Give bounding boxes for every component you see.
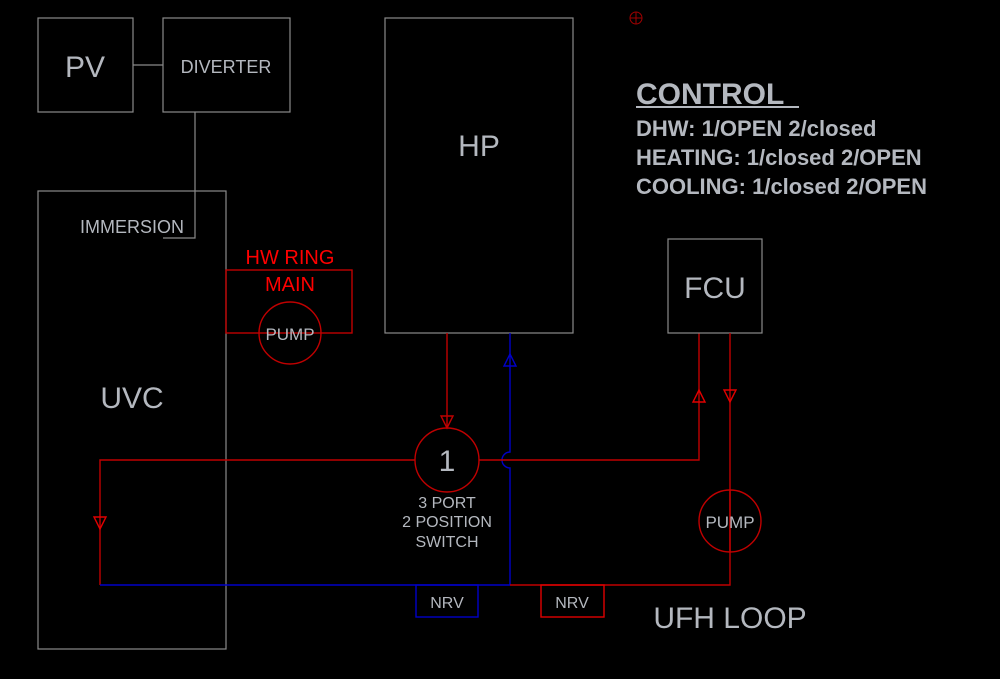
- ufh-return-pipe: [510, 333, 731, 586]
- control-title: CONTROL: [636, 78, 784, 111]
- nrv-blue[interactable]: NRV: [415, 584, 479, 618]
- hp-return-pipe: [501, 333, 511, 585]
- control-line-heating: HEATING: 1/closed 2/OPEN: [636, 145, 922, 170]
- nrv-blue-label: NRV: [430, 595, 464, 612]
- diverter-box[interactable]: DIVERTER: [162, 17, 291, 113]
- valve-desc-2: 2 POSITION: [402, 514, 492, 531]
- hw-pump-label: PUMP: [265, 325, 314, 344]
- diverter-label: DIVERTER: [181, 57, 272, 77]
- origin-marker-icon: [629, 11, 643, 25]
- valve-desc-1: 3 PORT: [418, 495, 476, 512]
- control-line-cooling: COOLING: 1/closed 2/OPEN: [636, 174, 927, 199]
- uvc-label: UVC: [100, 382, 163, 415]
- pv-label: PV: [65, 51, 105, 84]
- fcu-return-arrow-icon: [722, 389, 738, 404]
- uvc-cylinder[interactable]: IMMERSION UVC: [37, 190, 227, 650]
- dhw-flow-arrow-icon: [92, 516, 108, 531]
- hw-ring-main-label-1: HW RING: [246, 247, 335, 269]
- immersion-label: IMMERSION: [80, 217, 184, 237]
- diverter-immersion-wire: [163, 112, 196, 239]
- control-line-dhw: DHW: 1/OPEN 2/closed: [636, 116, 876, 141]
- pv-box[interactable]: PV: [37, 17, 134, 113]
- control-legend: CONTROL DHW: 1/OPEN 2/closed HEATING: 1/…: [636, 78, 927, 199]
- ufh-pump-label: PUMP: [705, 513, 754, 532]
- hw-ring-main[interactable]: HW RING MAIN: [225, 247, 353, 334]
- hp-label: HP: [458, 130, 500, 163]
- hw-ring-main-label-2: MAIN: [265, 274, 315, 296]
- ufh-loop-label: UFH LOOP: [653, 602, 806, 635]
- valve-number: 1: [439, 445, 456, 478]
- valve-desc-3: SWITCH: [415, 534, 478, 551]
- nrv-red[interactable]: NRV: [540, 584, 605, 618]
- ufh-pump[interactable]: PUMP: [698, 489, 762, 553]
- diverting-valve[interactable]: 1: [414, 427, 480, 493]
- hp-flow-arrow-icon: [439, 415, 455, 430]
- heating-flow-pipe: [479, 333, 700, 461]
- fcu-box[interactable]: FCU: [667, 238, 763, 334]
- hp-box[interactable]: HP: [384, 17, 574, 334]
- hp-return-arrow-icon: [502, 352, 518, 367]
- dhw-flow-pipe: [99, 459, 415, 585]
- fcu-flow-arrow-icon: [691, 388, 707, 403]
- hw-pump[interactable]: PUMP: [258, 301, 322, 365]
- nrv-red-label: NRV: [555, 595, 589, 612]
- fcu-label: FCU: [684, 272, 746, 305]
